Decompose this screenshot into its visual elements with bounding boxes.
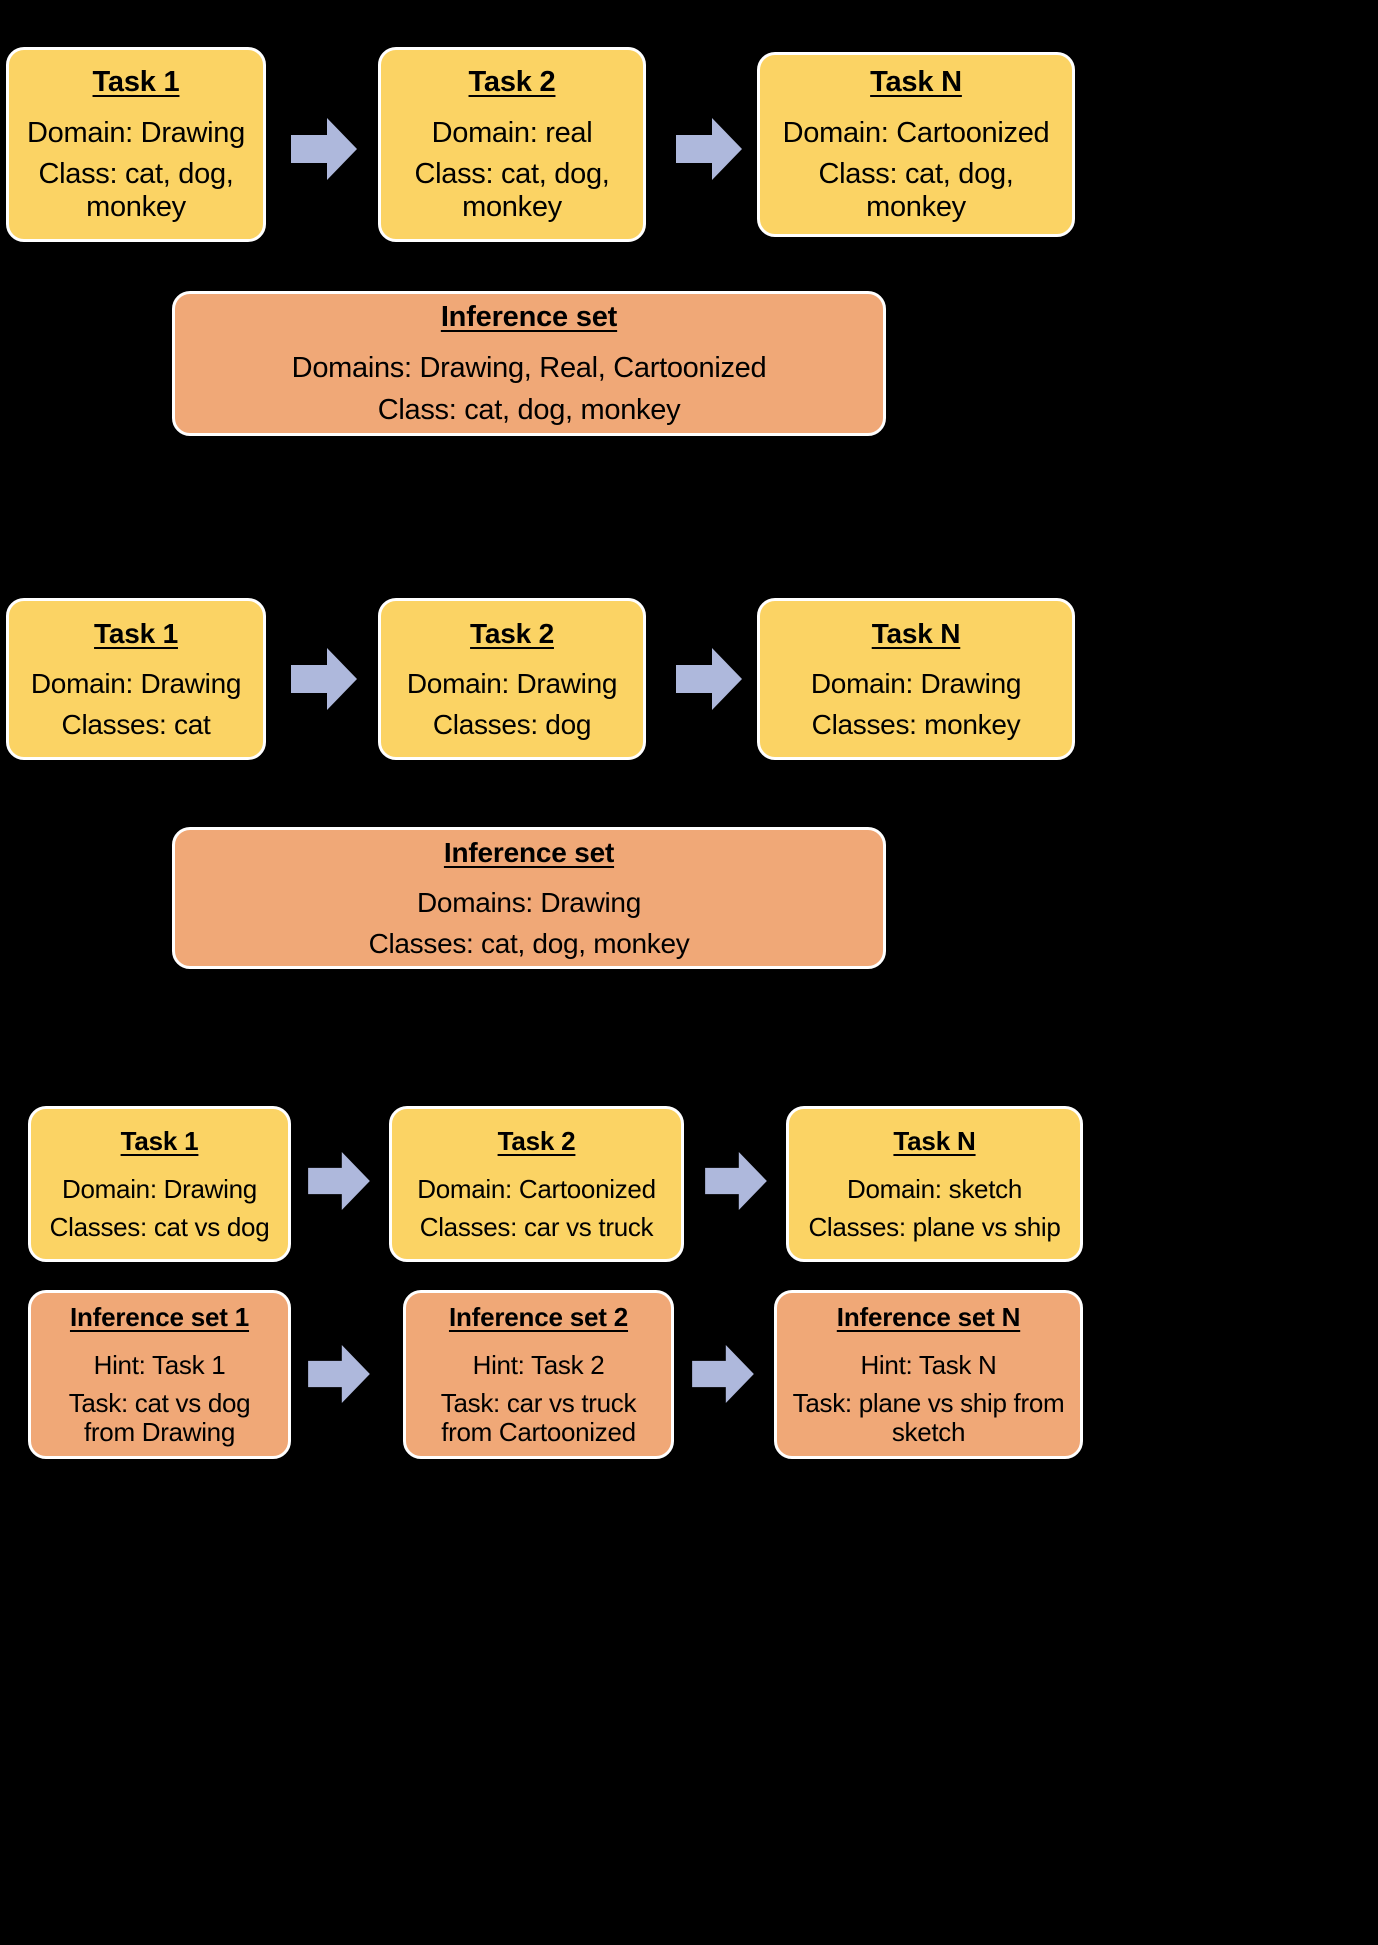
box-line-domain: Domain: Drawing <box>30 668 242 700</box>
section1-task2-box: Task 2 Domain: real Class: cat, dog, mon… <box>378 47 646 242</box>
arrow-right-icon <box>676 118 742 180</box>
section3-inferenceN-box: Inference set N Hint: Task N Task: plane… <box>774 1290 1083 1459</box>
box-line-task: Task: car vs truck from Cartoonized <box>440 1387 637 1448</box>
box-line-class: Class: cat, dog, monkey <box>377 393 681 426</box>
arrow-right-icon <box>291 118 357 180</box>
box-title: Task 1 <box>92 65 180 98</box>
box-title: Task 2 <box>468 65 556 98</box>
box-title: Task N <box>893 1125 976 1156</box>
box-line-classes: Classes: cat, dog, monkey <box>368 927 690 959</box>
section1-taskN-box: Task N Domain: Cartoonized Class: cat, d… <box>757 52 1075 237</box>
section3-task1-box: Task 1 Domain: Drawing Classes: cat vs d… <box>28 1106 291 1262</box>
box-line-classes: Classes: car vs truck <box>419 1212 654 1242</box>
section1-inference-box: Inference set Domains: Drawing, Real, Ca… <box>172 291 886 436</box>
box-line-domain: Domain: sketch <box>847 1173 1022 1204</box>
section3-inference1-box: Inference set 1 Hint: Task 1 Task: cat v… <box>28 1290 291 1459</box>
box-title: Task 1 <box>120 1125 199 1156</box>
box-title: Inference set 2 <box>448 1301 629 1332</box>
box-line-class: Class: cat, dog, monkey <box>38 158 234 223</box>
section2-task1-box: Task 1 Domain: Drawing Classes: cat <box>6 598 266 760</box>
box-line-class: Class: cat, dog, monkey <box>818 158 1014 223</box>
arrow-right-icon <box>676 648 742 710</box>
box-title: Task N <box>871 618 961 650</box>
section2-taskN-box: Task N Domain: Drawing Classes: monkey <box>757 598 1075 760</box>
box-line-hint: Hint: Task N <box>860 1349 997 1380</box>
box-line-hint: Hint: Task 2 <box>472 1349 605 1380</box>
section3-task2-box: Task 2 Domain: Cartoonized Classes: car … <box>389 1106 684 1262</box>
box-line-classes: Classes: cat vs dog <box>49 1212 270 1242</box>
arrow-right-icon <box>291 648 357 710</box>
box-title: Task 1 <box>94 618 178 650</box>
section3-taskN-box: Task N Domain: sketch Classes: plane vs … <box>786 1106 1083 1262</box>
box-line-task: Task: cat vs dog from Drawing <box>68 1387 251 1448</box>
section2-inference-box: Inference set Domains: Drawing Classes: … <box>172 827 886 969</box>
arrow-right-icon <box>308 1345 370 1403</box>
box-title: Inference set N <box>836 1301 1021 1332</box>
box-line-classes: Classes: plane vs ship <box>808 1212 1061 1242</box>
box-line-classes: Classes: dog <box>432 708 592 740</box>
box-line-task: Task: plane vs ship from sketch <box>792 1387 1065 1448</box>
box-title: Inference set <box>443 837 615 869</box>
box-line-classes: Classes: monkey <box>811 708 1021 740</box>
box-line-hint: Hint: Task 1 <box>93 1349 226 1380</box>
box-line-domain: Domain: Drawing <box>406 668 618 700</box>
box-line-domains: Domains: Drawing, Real, Cartoonized <box>291 352 767 385</box>
box-line-class: Class: cat, dog, monkey <box>414 158 610 223</box>
section2-task2-box: Task 2 Domain: Drawing Classes: dog <box>378 598 646 760</box>
section1-task1-box: Task 1 Domain: Drawing Class: cat, dog, … <box>6 47 266 242</box>
box-title: Task 2 <box>470 618 554 650</box>
arrow-right-icon <box>308 1152 370 1210</box>
box-line-domain: Domain: real <box>431 116 593 149</box>
box-line-classes: Classes: cat <box>61 708 211 740</box>
box-line-domain: Domain: Drawing <box>810 668 1022 700</box>
arrow-right-icon <box>705 1152 767 1210</box>
box-title: Task N <box>870 65 962 98</box>
box-title: Inference set <box>440 301 618 334</box>
box-title: Inference set 1 <box>69 1301 250 1332</box>
box-line-domain: Domain: Cartoonized <box>782 116 1050 149</box>
box-line-domains: Domains: Drawing <box>417 887 641 919</box>
arrow-right-icon <box>692 1345 754 1403</box>
section3-inference2-box: Inference set 2 Hint: Task 2 Task: car v… <box>403 1290 674 1459</box>
box-title: Task 2 <box>497 1125 576 1156</box>
box-line-domain: Domain: Drawing <box>27 116 245 149</box>
box-line-domain: Domain: Cartoonized <box>417 1173 656 1204</box>
box-line-domain: Domain: Drawing <box>62 1173 257 1204</box>
